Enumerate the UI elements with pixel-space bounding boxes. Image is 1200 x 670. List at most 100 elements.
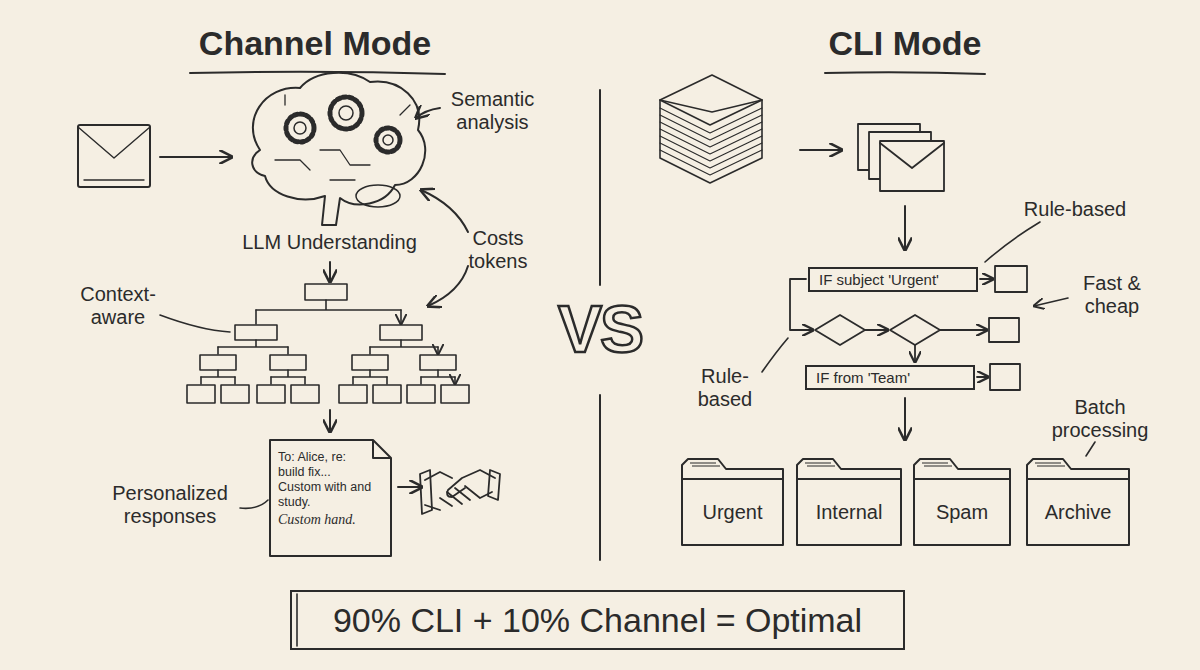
callout-text: Rule-based bbox=[690, 365, 760, 411]
node-text: Urgent bbox=[702, 501, 762, 524]
result-box bbox=[989, 318, 1019, 342]
folder: Archive bbox=[1025, 455, 1131, 547]
folder-label: Spam bbox=[936, 501, 988, 524]
tree-box bbox=[305, 284, 347, 300]
tree-branch bbox=[201, 377, 455, 384]
leader-arrow bbox=[428, 266, 468, 306]
tree-branch bbox=[218, 347, 438, 354]
versus-mark: VS bbox=[535, 292, 665, 368]
tree-box bbox=[380, 325, 422, 340]
folder-line bbox=[1027, 478, 1129, 480]
envelope-stack bbox=[660, 75, 762, 183]
envelope-flap bbox=[880, 143, 944, 168]
folder-line bbox=[797, 478, 901, 480]
callout-text: Fast & cheap bbox=[1062, 272, 1162, 318]
note-line bbox=[373, 440, 391, 458]
brain-icon bbox=[252, 73, 425, 225]
folder-line bbox=[797, 459, 901, 545]
tree-branch bbox=[256, 310, 401, 324]
box-double-edge bbox=[296, 594, 298, 646]
tree-box bbox=[200, 355, 236, 370]
tree-box bbox=[221, 385, 249, 403]
handshake-icon bbox=[420, 470, 500, 514]
envelope-body bbox=[78, 125, 150, 187]
tree-branch bbox=[256, 300, 401, 310]
envelope-group bbox=[858, 124, 944, 191]
tree-box bbox=[235, 325, 277, 340]
node-text: Custom hand. bbox=[278, 512, 373, 529]
leader-arrow bbox=[1034, 298, 1068, 306]
node-text: IF subject 'Urgent' bbox=[819, 271, 939, 288]
section-heading: CLI Mode bbox=[755, 24, 1055, 63]
condition-box: IF from 'Team' bbox=[805, 365, 975, 390]
hand-sleeves bbox=[420, 470, 500, 514]
brain-outline bbox=[252, 73, 425, 225]
flow-arrow bbox=[904, 206, 906, 250]
gear bbox=[286, 114, 314, 142]
tree-box bbox=[441, 385, 469, 403]
flow-arrow bbox=[329, 410, 331, 432]
node-text: Spam bbox=[936, 501, 988, 524]
envelope-top bbox=[660, 75, 762, 125]
node-text: Archive bbox=[1045, 501, 1112, 524]
folder-line bbox=[682, 478, 783, 480]
flow-arrow bbox=[800, 149, 842, 151]
folder-line bbox=[914, 459, 1010, 545]
decision-tree bbox=[187, 284, 469, 403]
callout-text: Context-aware bbox=[68, 283, 168, 329]
envelope-flap bbox=[660, 100, 762, 112]
flow-arrow bbox=[914, 345, 916, 362]
leader-line bbox=[762, 338, 788, 372]
folder-label: Archive bbox=[1045, 501, 1112, 524]
tree-box bbox=[339, 385, 367, 403]
leader-line bbox=[240, 500, 268, 508]
envelope-icon bbox=[78, 125, 150, 187]
flow-arrow bbox=[904, 398, 906, 440]
node-text: To: Alice, re: build fix... Custom with … bbox=[278, 450, 373, 510]
flow-arrow bbox=[160, 156, 232, 158]
flow-arrow bbox=[398, 486, 422, 488]
decision-diamond bbox=[890, 315, 940, 345]
brain-cerebellum bbox=[356, 185, 400, 207]
summary-box: 90% CLI + 10% Channel = Optimal bbox=[290, 590, 905, 650]
gear bbox=[330, 97, 362, 129]
folder: Internal bbox=[795, 455, 903, 547]
folder-line bbox=[922, 463, 952, 466]
flow-arrow bbox=[865, 329, 888, 331]
tree-box bbox=[420, 355, 456, 370]
gear-hub bbox=[339, 106, 353, 120]
folder-line bbox=[914, 478, 1010, 480]
gear bbox=[376, 128, 400, 152]
tree-box bbox=[373, 385, 401, 403]
folder-label: Urgent bbox=[702, 501, 762, 524]
callout-text: Batch processing bbox=[1030, 396, 1170, 442]
gear-hub bbox=[294, 122, 306, 134]
node-text: 90% CLI + 10% Channel = Optimal bbox=[333, 601, 862, 640]
note-line bbox=[270, 440, 391, 556]
flow-arrow bbox=[940, 329, 987, 331]
node-text: IF from 'Team' bbox=[816, 369, 910, 386]
folder-line bbox=[1035, 463, 1065, 466]
folder-line bbox=[690, 463, 720, 466]
envelope-flap bbox=[78, 127, 150, 180]
circuit-traces bbox=[275, 95, 410, 180]
tree-box bbox=[352, 355, 388, 370]
tree-branch bbox=[218, 340, 438, 347]
leader-arrow bbox=[421, 190, 468, 232]
leader-line bbox=[1086, 442, 1095, 456]
envelope-body bbox=[880, 141, 944, 191]
tree-box bbox=[270, 355, 306, 370]
callout-text: Costs tokens bbox=[458, 227, 538, 273]
tree-box bbox=[187, 385, 215, 403]
callout-text: Rule-based bbox=[1000, 198, 1150, 221]
callout-text: Personalized responses bbox=[95, 482, 245, 528]
flow-arrow bbox=[977, 376, 988, 378]
tree-box bbox=[291, 385, 319, 403]
sketch-lines bbox=[78, 72, 1095, 646]
folder-line bbox=[805, 463, 835, 466]
leader-line bbox=[985, 222, 1040, 262]
tree-branch bbox=[201, 370, 455, 377]
tree-box bbox=[407, 385, 435, 403]
result-box bbox=[990, 364, 1020, 390]
